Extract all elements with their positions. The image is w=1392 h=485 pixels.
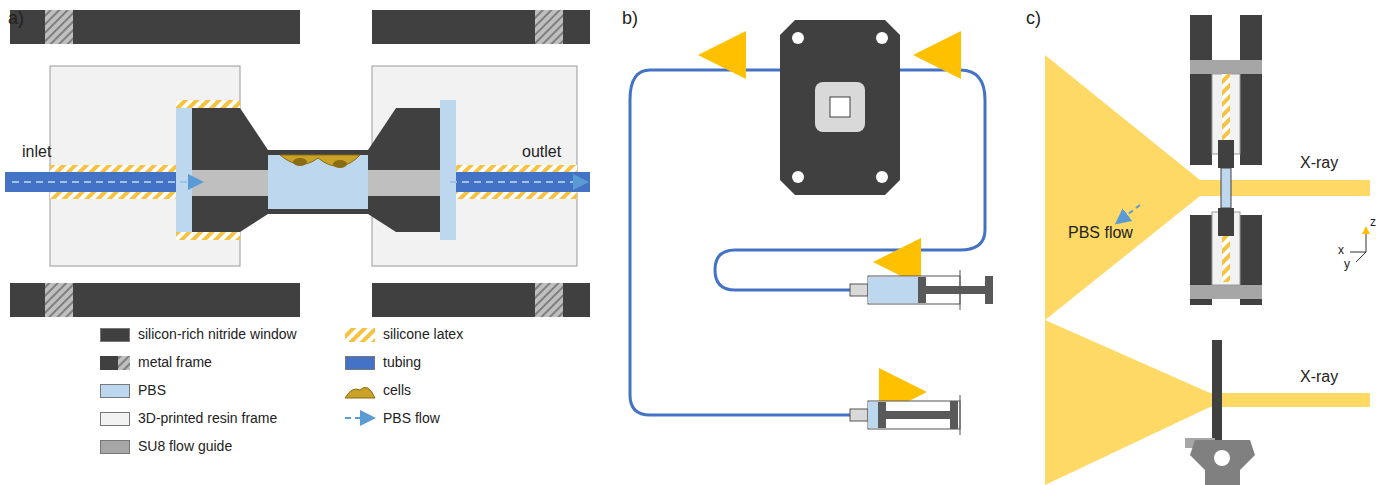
legend-swatch (100, 412, 130, 426)
panel-letter: b) (622, 8, 638, 29)
legend-label: tubing (383, 354, 421, 370)
axis-label: z (1370, 216, 1376, 230)
axis-label: y (1344, 258, 1350, 272)
legend-label: SU8 flow guide (138, 438, 232, 454)
annotation-label: PBS flow (1068, 224, 1133, 242)
legend-label: 3D-printed resin frame (138, 410, 277, 426)
legend-label: silicone latex (383, 326, 463, 342)
panel-b (630, 20, 993, 435)
panel-a (5, 10, 590, 418)
legend-swatch (100, 440, 130, 454)
legend-label: silicon-rich nitride window (138, 326, 297, 342)
panel-c (1045, 15, 1370, 485)
legend-label: cells (383, 382, 411, 398)
annotation-label: X-ray (1300, 368, 1338, 386)
legend-swatch (100, 384, 130, 398)
legend-label: metal frame (138, 354, 212, 370)
annotation-label: X-ray (1300, 154, 1338, 172)
legend-swatch (100, 328, 130, 342)
legend-label: PBS (138, 382, 166, 398)
annotation-label: outlet (522, 143, 561, 161)
panel-letter: a) (8, 8, 24, 29)
legend-swatch (345, 356, 375, 370)
legend-label: PBS flow (383, 410, 440, 426)
annotation-label: inlet (22, 143, 51, 161)
panel-letter: c) (1026, 8, 1041, 29)
axis-label: x (1338, 244, 1344, 258)
